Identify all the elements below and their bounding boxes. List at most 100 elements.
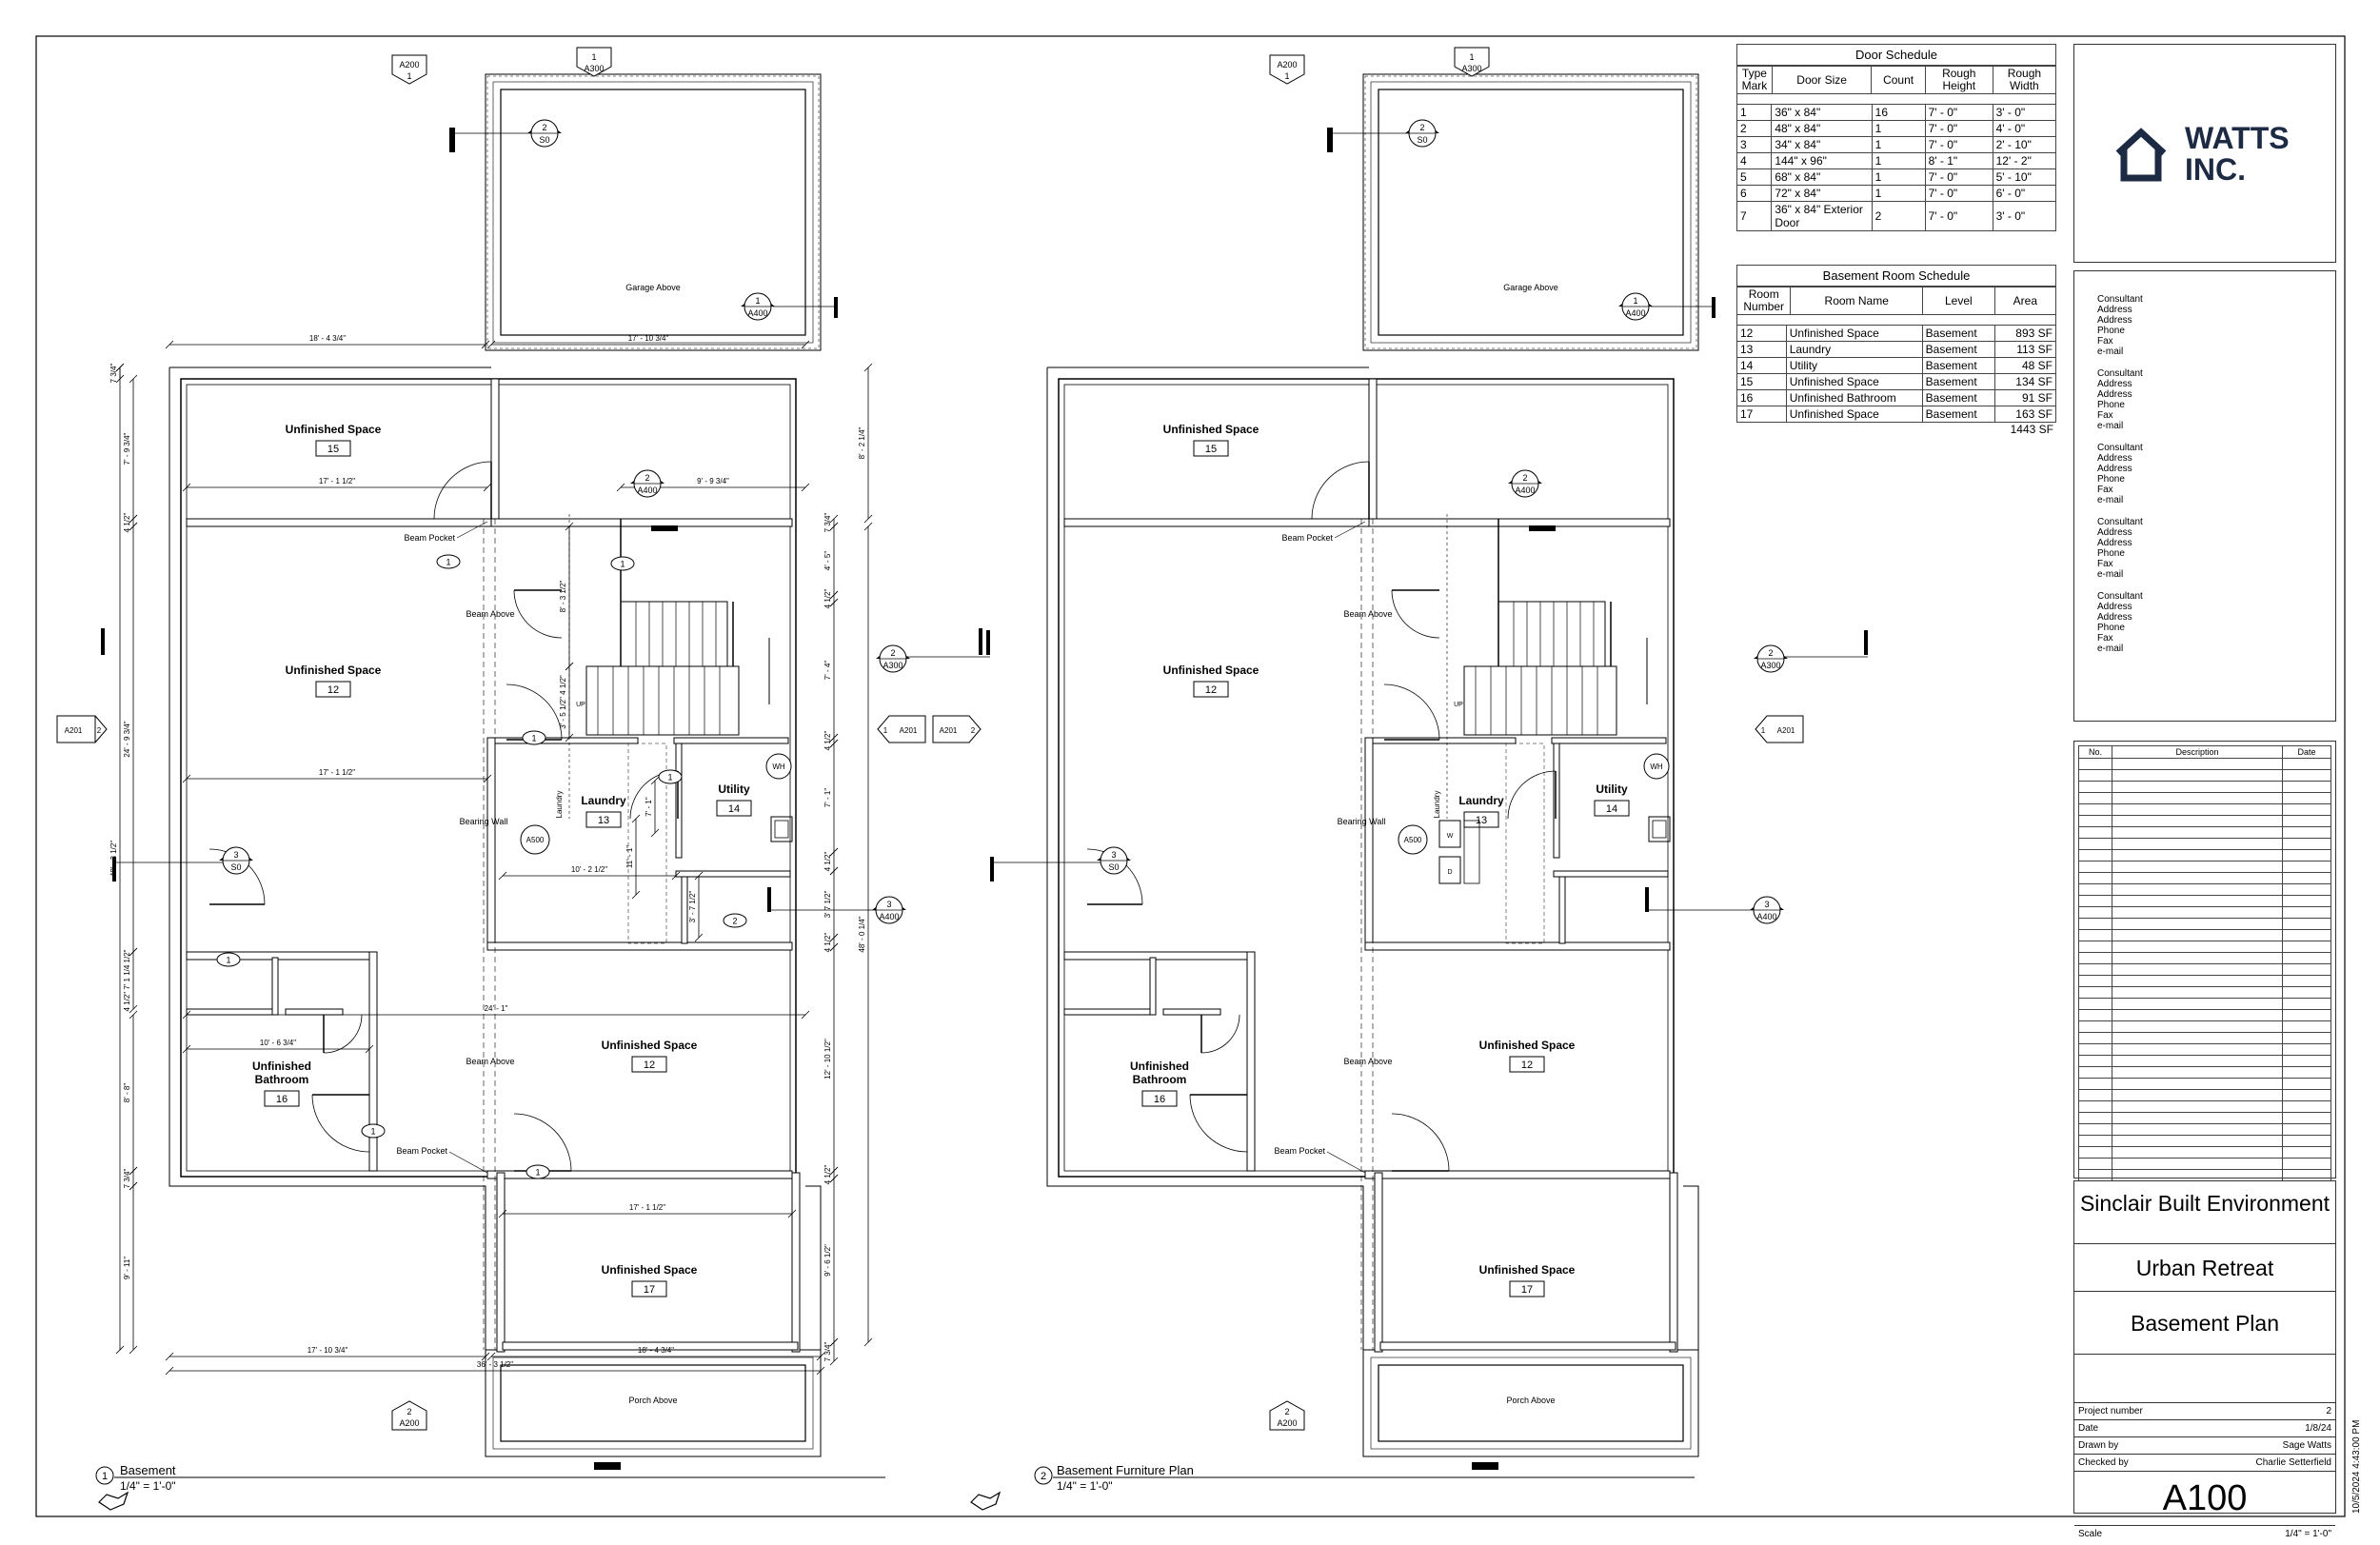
plan-label: 2	[407, 1407, 411, 1416]
door-schedule-title: Door Schedule	[1736, 44, 2056, 66]
dryer-label: D	[1447, 869, 1452, 876]
room-number-tag	[631, 1056, 667, 1073]
dimension-text: 17' - 1 1/2"	[319, 768, 355, 777]
wall	[271, 957, 279, 1016]
plan-line	[565, 522, 574, 531]
water-heater-label: WH	[772, 763, 785, 771]
revision-row	[2078, 1020, 2331, 1033]
consultant-line: Consultant	[2097, 294, 2143, 305]
table-cell: 16	[1736, 389, 1787, 406]
table-cell: Unfinished Space	[1785, 406, 1923, 423]
sheet-scale: 1/4" = 1'-0"	[2285, 1529, 2331, 1539]
table-cell: 3' - 0"	[1992, 104, 2057, 121]
plan-line	[129, 947, 138, 957]
dimension-text: 7' - 1"	[645, 797, 653, 817]
table-cell: 8' - 1"	[1924, 152, 1993, 169]
consultant-line: Fax	[2097, 559, 2113, 569]
plan-line	[829, 866, 839, 876]
plan-line	[486, 1352, 496, 1361]
room-name: Bathroom	[255, 1073, 309, 1086]
plan-line	[129, 1010, 138, 1020]
plan-line	[481, 1352, 490, 1361]
door-tag	[526, 1164, 550, 1179]
table-cell: 36" x 84" Exterior Door	[1771, 201, 1873, 231]
plan-line	[182, 774, 191, 783]
elevation-ref: A201	[900, 726, 918, 735]
table-cell: 16	[1871, 104, 1926, 121]
door-schedule-header: Type Mark	[1736, 66, 1773, 94]
door-tag	[216, 952, 241, 967]
project-info-value: 2	[2326, 1406, 2331, 1416]
plan-line	[694, 871, 704, 881]
porch-outline	[500, 1364, 806, 1442]
table-cell: Laundry	[1785, 341, 1923, 358]
table-cell: 1	[1871, 152, 1926, 169]
plan-line	[829, 1337, 839, 1347]
table-cell: Unfinished Bathroom	[1785, 389, 1923, 406]
table-cell: 68" x 84"	[1771, 168, 1873, 186]
garage-hatch	[486, 75, 820, 349]
plan-line	[565, 662, 574, 671]
wall	[368, 951, 378, 1172]
section-number: 2	[890, 648, 895, 658]
water-heater-icon	[1643, 753, 1670, 780]
plan-line	[165, 340, 174, 349]
plan-label: A300	[584, 64, 604, 73]
room-number: 12	[1205, 684, 1217, 696]
section-sheet-ref: A300	[1760, 661, 1780, 670]
view-scale: 1/4" = 1'-0"	[1057, 1479, 1113, 1493]
room-name: Unfinished Space	[1479, 1039, 1576, 1052]
counter	[1463, 820, 1480, 884]
note-beam-pocket: Beam Pocket	[1274, 1146, 1325, 1156]
room-name: Bathroom	[1133, 1073, 1187, 1086]
door-tag	[361, 1123, 386, 1139]
section-sheet-ref: A400	[879, 912, 899, 921]
table-cell: 5' - 10"	[1992, 168, 2057, 186]
room-name: Laundry	[581, 794, 626, 807]
wall	[285, 1008, 344, 1016]
consultant-line: Phone	[2097, 474, 2125, 485]
section-number: 3	[1764, 900, 1769, 909]
dimension-text: 3' - 5 1/2" 4 1/2"	[559, 675, 567, 729]
hidden-line	[627, 743, 667, 944]
revision-row	[2078, 1158, 2331, 1170]
door-tag-number: 1	[370, 1127, 375, 1137]
section-number: 1	[1633, 296, 1637, 306]
dimension-text: 18' - 4 3/4"	[309, 334, 346, 343]
room-number-tag	[631, 1280, 667, 1297]
dimension-text: 10' - 2 1/2"	[571, 865, 607, 874]
revision-row	[2078, 1066, 2331, 1079]
plan-label: A200	[399, 1418, 419, 1428]
table-cell: Basement	[1921, 341, 1996, 358]
wall	[486, 941, 793, 951]
note-bearing-wall: Bearing Wall	[1338, 817, 1386, 826]
consultant-line: Address	[2097, 527, 2132, 538]
plan-line	[829, 1174, 839, 1183]
revision-row	[2078, 1100, 2331, 1113]
plan-line	[829, 598, 839, 607]
hidden-line	[1505, 743, 1545, 944]
plan-line	[863, 514, 873, 524]
plan-label: 2	[1284, 1407, 1289, 1416]
elevation-marker	[56, 715, 108, 743]
plan-line	[816, 1352, 825, 1361]
section-sheet-ref: S0	[539, 135, 549, 145]
plan-line	[863, 522, 873, 531]
section-cut-mark	[594, 1462, 621, 1470]
consultant-line: Address	[2097, 538, 2132, 548]
revision-row	[2078, 975, 2331, 987]
plan-line	[1334, 521, 1366, 539]
table-cell: 7' - 0"	[1924, 185, 1993, 202]
plan-line	[115, 363, 125, 372]
consultant-line: Consultant	[2097, 591, 2143, 602]
garage-outline	[500, 89, 806, 336]
wall	[490, 378, 500, 521]
revision-row	[2078, 861, 2331, 873]
dimension-text: 4 1/2"	[823, 933, 832, 953]
table-cell: 3	[1735, 136, 1773, 153]
consultant-line: Address	[2097, 453, 2132, 464]
